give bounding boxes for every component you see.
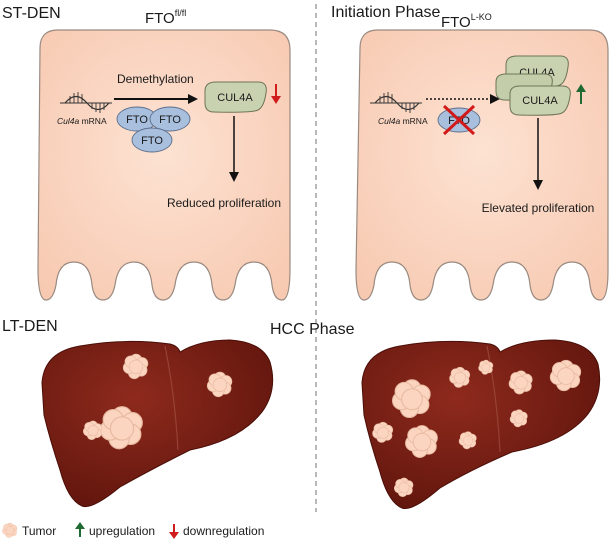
legend-down-arrow-icon (169, 524, 179, 539)
legend-upregulation-label: upregulation (89, 524, 155, 538)
knockout-cross-icon (442, 104, 476, 136)
legend-downregulation-label: downregulation (183, 524, 264, 538)
demethylation-label: Demethylation (117, 72, 194, 86)
svg-text:CUL4A: CUL4A (522, 95, 558, 107)
fto-lko-title: FTOL-KO (441, 12, 492, 31)
fto-label-3: FTO (141, 135, 163, 147)
upregulation-arrow-icon (576, 84, 586, 104)
right-mrna-icon (370, 92, 422, 113)
left-cul4a: CUL4A (204, 81, 267, 113)
legend-tumor-icon (2, 522, 18, 538)
right-mrna-label: Cul4a mRNA (378, 116, 428, 126)
left-fto-complex: FTO FTO FTO (116, 106, 191, 153)
legend: Tumor upregulation downregulation (2, 522, 264, 539)
right-fto-knockout: FTO (437, 104, 481, 136)
legend-up-arrow-icon (75, 522, 85, 537)
right-liver (361, 339, 601, 510)
right-cell: Cul4a mRNA FTO CUL4A CUL4A Elevated pro (355, 29, 609, 301)
fto-label-2: FTO (159, 114, 181, 126)
left-liver (41, 339, 274, 508)
left-outcome-label: Reduced proliferation (167, 196, 281, 210)
st-den-label: ST-DEN (2, 5, 61, 22)
left-mrna-icon (60, 92, 112, 113)
left-mrna-label: Cul4a mRNA (57, 116, 107, 126)
fto-label-1: FTO (126, 114, 148, 126)
right-outcome-label: Elevated proliferation (482, 201, 595, 215)
hcc-phase-label: HCC Phase (270, 321, 355, 338)
svg-text:CUL4A: CUL4A (217, 92, 253, 104)
lt-den-label: LT-DEN (2, 318, 58, 335)
legend-tumor-label: Tumor (22, 524, 56, 538)
left-cell: Cul4a mRNA Demethylation FTO FTO FTO CUL… (37, 29, 291, 301)
downregulation-arrow-icon (271, 84, 281, 104)
right-cul4a-stack: CUL4A CUL4A (495, 55, 571, 116)
fto-flfl-title: FTOfl/fl (145, 8, 186, 27)
initiation-phase-label: Initiation Phase (331, 4, 441, 21)
